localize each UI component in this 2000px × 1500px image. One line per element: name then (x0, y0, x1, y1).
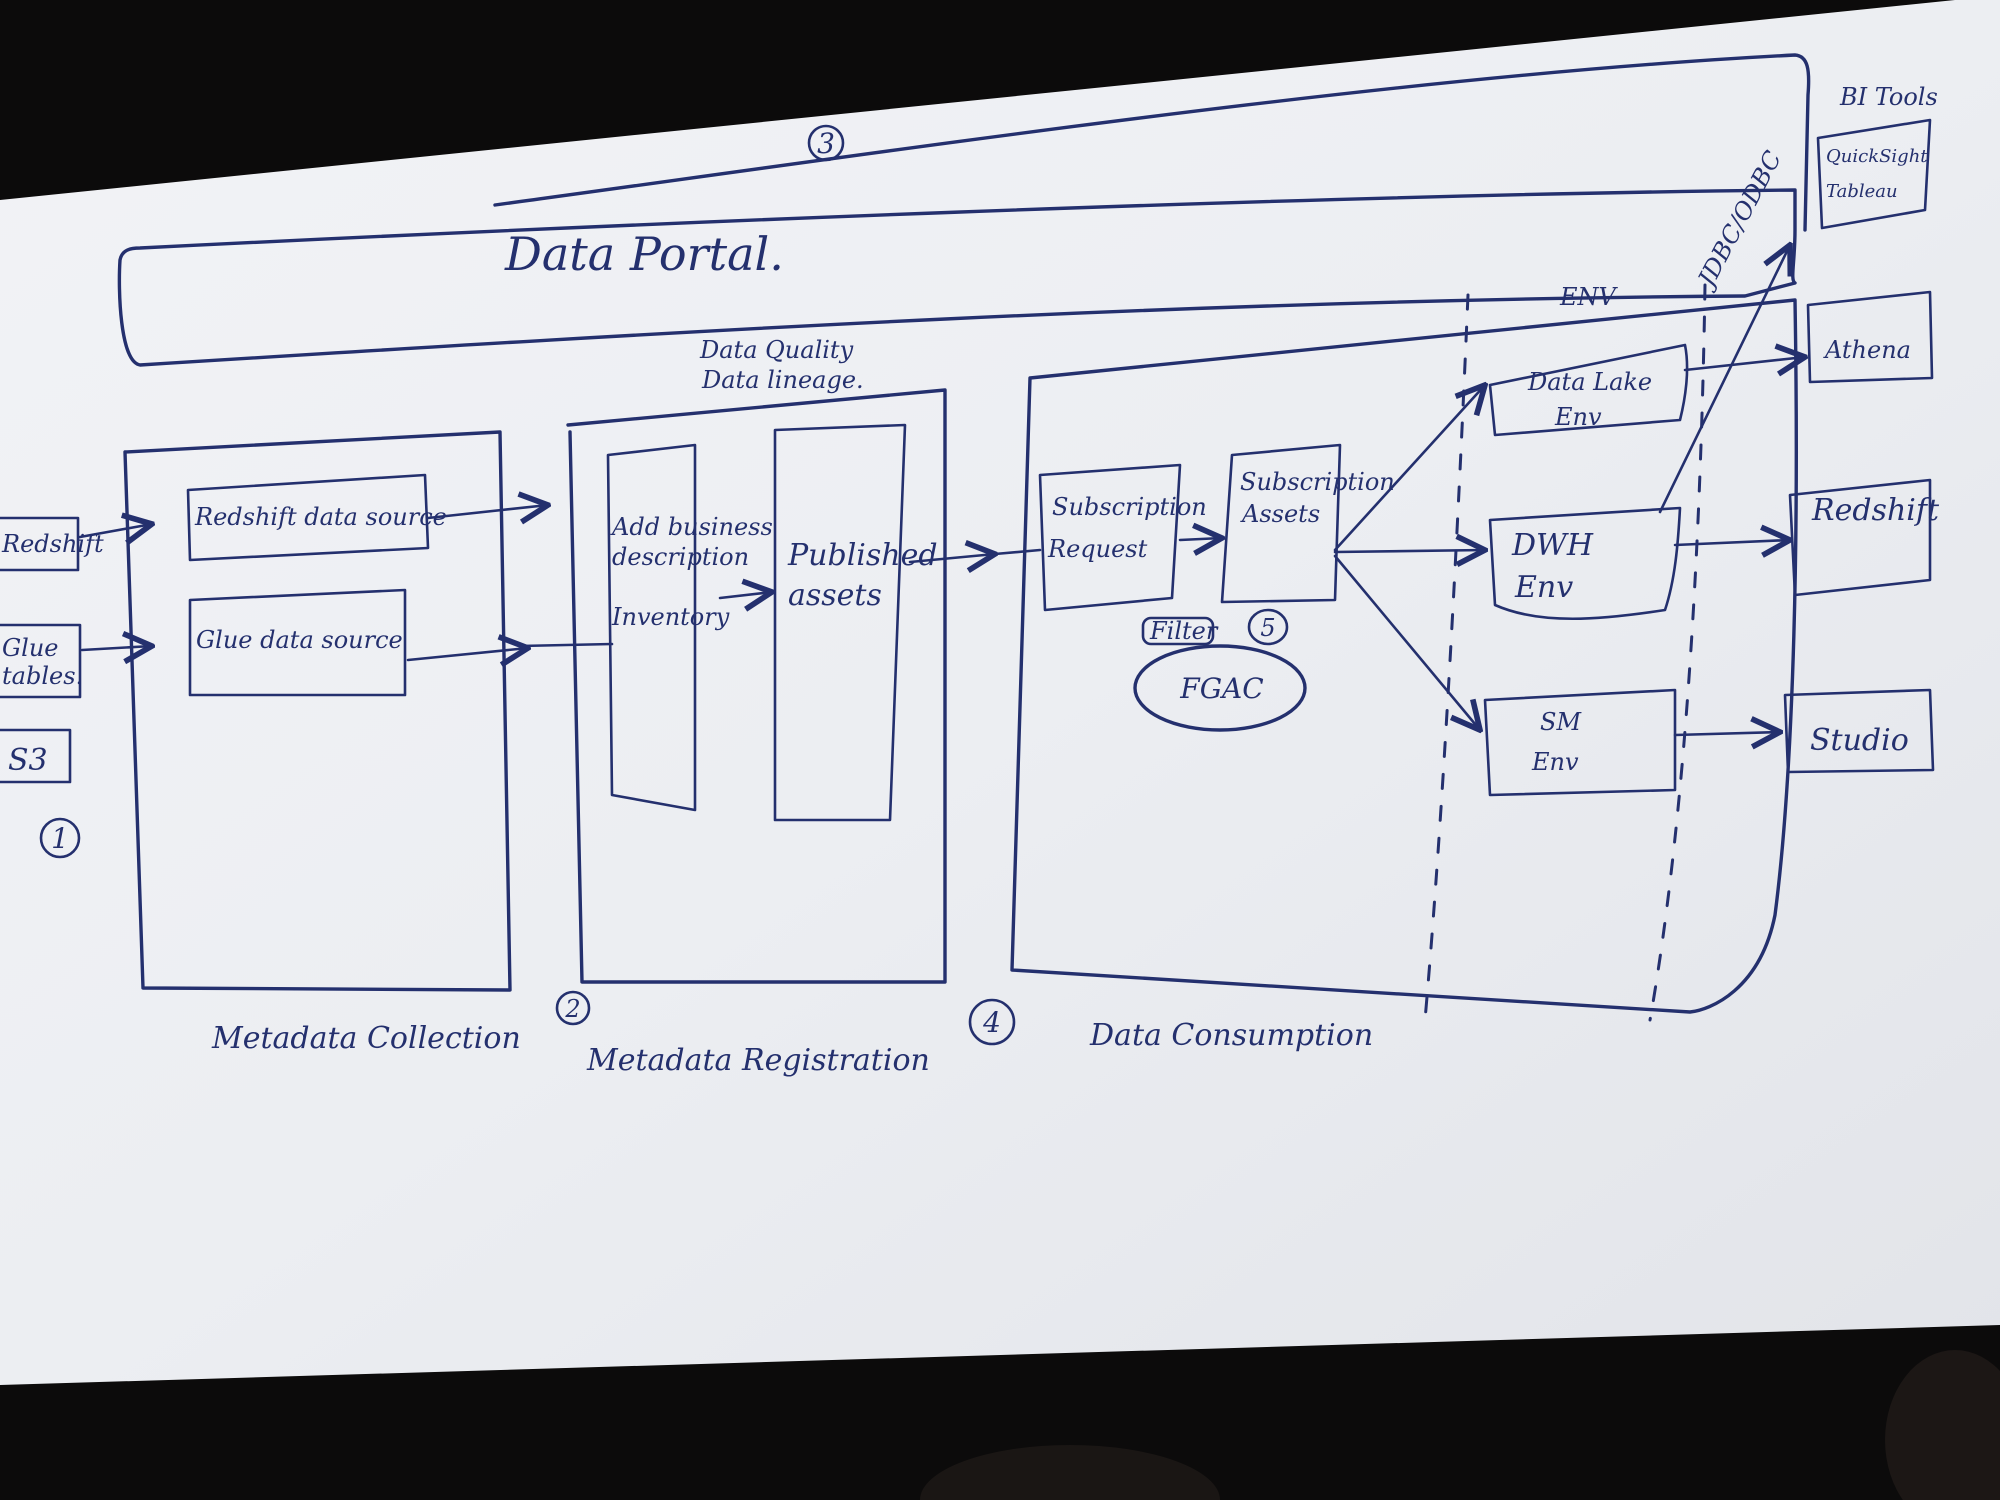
env-divider-left (1423, 293, 1470, 1022)
published-assets-box: Published assets (773, 423, 938, 822)
arrow-assets-to-dwh (1333, 550, 1485, 552)
dwh-env-box: DWH Env (1488, 506, 1682, 621)
svg-text:Redshift: Redshift (1811, 493, 1940, 528)
svg-text:Glue data source: Glue data source (196, 626, 403, 654)
metadata-registration-box (566, 388, 947, 984)
arrow-redshift-source-to-registration (426, 505, 548, 518)
bi-tools-header: BI Tools (1839, 83, 1938, 111)
data-lake-env-box: Data Lake Env (1488, 343, 1689, 437)
filter-tag: Filter (1141, 616, 1219, 646)
s3-source-box: S3 (0, 728, 72, 784)
arrow-dwh-to-bi-tools (1658, 245, 1790, 514)
metadata-collection-box (123, 430, 512, 992)
arrow-inventory-to-published (718, 592, 772, 598)
arrow-datalake-to-athena (1683, 357, 1805, 370)
svg-text:Add business: Add business (610, 513, 773, 541)
svg-text:FGAC: FGAC (1179, 672, 1263, 705)
svg-text:4: 4 (982, 1006, 1001, 1039)
data-consumption-label: Data Consumption (1089, 1018, 1373, 1053)
fgac-callout: FGAC (1133, 644, 1307, 732)
data-consumption-box (1010, 298, 1798, 1014)
data-lineage-note: Data lineage. (701, 366, 864, 394)
svg-text:Assets: Assets (1240, 500, 1320, 528)
arrow-request-to-assets (1178, 538, 1222, 540)
arrow-glue-source-to-registration (406, 648, 528, 660)
svg-text:tables.: tables. (2, 662, 83, 690)
svg-text:Glue: Glue (2, 634, 59, 662)
svg-text:SM: SM (1540, 708, 1582, 736)
data-portal-title: Data Portal. (504, 227, 784, 281)
svg-text:2: 2 (564, 995, 580, 1023)
env-header: ENV (1559, 283, 1619, 311)
data-quality-note: Data Quality (699, 336, 854, 364)
svg-text:Subscription: Subscription (1052, 493, 1207, 521)
step-2-marker: 2 (555, 990, 591, 1026)
glue-tables-source-box: Glue tables. (0, 623, 83, 699)
quicksight-tableau-box: QuickSight Tableau (1816, 118, 1932, 230)
arrow-glue-into-inventory (518, 642, 614, 648)
svg-text:Published: Published (787, 538, 938, 573)
svg-text:description: description (612, 543, 749, 571)
metadata-registration-label: Metadata Registration (586, 1043, 930, 1078)
svg-text:assets: assets (788, 578, 882, 613)
arrow-published-to-request (908, 554, 995, 562)
inventory-box: Add business description Inventory (606, 443, 773, 812)
svg-text:1: 1 (51, 822, 69, 855)
svg-text:Data Lake: Data Lake (1527, 368, 1652, 396)
arrow-assets-to-sm (1333, 554, 1480, 730)
metadata-collection-label: Metadata Collection (211, 1021, 521, 1056)
arrow-sm-to-studio (1673, 732, 1780, 735)
subscription-request-box: Subscription Request (1038, 463, 1207, 612)
glue-data-source-box: Glue data source (188, 588, 407, 697)
arrow-dwh-to-redshift (1673, 540, 1790, 545)
arrow-assets-to-datalake (1333, 385, 1485, 552)
data-portal-box (117, 188, 1797, 367)
sm-env-box: SM Env (1483, 688, 1677, 797)
svg-text:Subscription: Subscription (1240, 468, 1395, 496)
svg-text:5: 5 (1260, 614, 1275, 642)
audience-head (1885, 1350, 2000, 1500)
svg-text:Athena: Athena (1823, 336, 1911, 364)
step-5-marker: 5 (1247, 608, 1289, 646)
svg-text:DWH: DWH (1511, 528, 1594, 563)
svg-text:Studio: Studio (1810, 723, 1909, 758)
svg-text:Redshift data source: Redshift data source (194, 503, 447, 531)
audience-head (920, 1445, 1220, 1500)
svg-text:Inventory: Inventory (611, 603, 730, 631)
svg-text:Env: Env (1554, 403, 1602, 431)
projection-screen (0, 0, 2000, 1385)
studio-box: Studio (1783, 688, 1935, 774)
arrow-redshift-to-collection (78, 524, 152, 537)
redshift-data-source-box: Redshift data source (186, 473, 447, 562)
svg-text:S3: S3 (8, 743, 48, 778)
arrow-glue-to-collection (80, 646, 152, 650)
svg-text:3: 3 (817, 127, 835, 160)
svg-text:Env: Env (1514, 570, 1573, 605)
svg-text:Filter: Filter (1149, 617, 1219, 645)
portal-outer-outline (493, 53, 1811, 232)
step-1-marker: 1 (39, 817, 81, 859)
svg-text:Env: Env (1531, 748, 1579, 776)
athena-box: Athena (1806, 290, 1934, 384)
env-divider-right (1648, 283, 1707, 1022)
arrow-into-request (993, 548, 1042, 556)
svg-text:QuickSight: QuickSight (1826, 146, 1928, 167)
redshift-target-box: Redshift (1788, 478, 1940, 597)
step-4-marker: 4 (968, 998, 1016, 1046)
svg-text:Tableau: Tableau (1826, 181, 1898, 202)
svg-text:Request: Request (1047, 535, 1148, 563)
